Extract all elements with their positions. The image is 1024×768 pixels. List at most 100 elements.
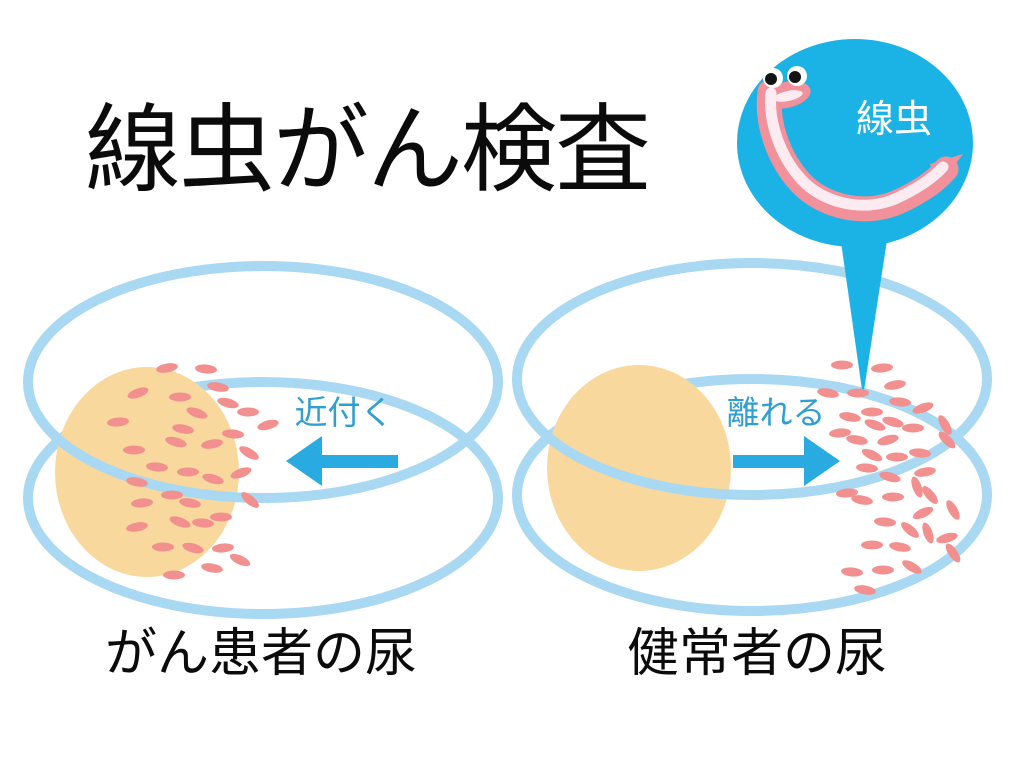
worm-dot — [156, 363, 178, 373]
arrow-head — [804, 436, 840, 486]
worm-dot — [854, 585, 876, 595]
dish-caption-cancer: がん患者の尿 — [105, 625, 417, 683]
worm-left-pupil — [765, 73, 777, 85]
worm-dot — [856, 463, 878, 473]
worm-dot — [165, 436, 187, 448]
worm-dot — [257, 419, 279, 431]
worm-dot — [889, 542, 911, 552]
worm-dot — [871, 363, 893, 373]
worm-dot — [169, 392, 191, 402]
worm-dot — [146, 462, 168, 472]
worm-dot — [851, 495, 873, 505]
approach-arrow-icon — [286, 436, 398, 486]
worm-dot — [186, 407, 208, 419]
worm-dot — [152, 542, 174, 552]
behavior-label-approach: 近付く — [295, 394, 394, 431]
worm-dot — [172, 424, 194, 434]
worm-dot — [922, 522, 934, 544]
worm-dot — [161, 490, 183, 500]
worm-dot — [879, 471, 901, 483]
worm-dot — [217, 397, 239, 409]
worm-dot — [192, 518, 214, 528]
worm-dot — [202, 473, 224, 485]
worm-dot — [839, 412, 861, 422]
urine-sample-blob — [547, 365, 731, 571]
worm-dot — [179, 498, 201, 508]
worm-dot — [872, 565, 894, 575]
worm-right-pupil — [789, 71, 801, 83]
worm-dot — [912, 506, 934, 520]
worm-dot — [222, 429, 244, 439]
worm-dot — [239, 446, 259, 460]
worm-dot — [177, 467, 199, 477]
dish-rim-ellipse — [512, 258, 992, 500]
worm-dot — [201, 563, 223, 573]
worm-dot — [912, 402, 934, 414]
worm-belly — [765, 87, 949, 211]
worm-cluster — [107, 363, 279, 580]
worm-dot — [902, 560, 922, 574]
petri-dish-cancer: 近付く がん患者の尿 — [23, 261, 503, 683]
worm-dot — [946, 500, 960, 520]
worm-dot — [237, 407, 259, 417]
worm-dot — [829, 428, 851, 438]
worm-dot — [846, 435, 868, 445]
page-title: 線虫がん検査 — [85, 97, 649, 204]
dish-caption-healthy: 健常者の尿 — [627, 625, 887, 683]
worm-dot — [207, 382, 229, 392]
worm-dot — [889, 397, 911, 407]
worm-dot — [163, 570, 185, 580]
worm-dot — [169, 516, 191, 528]
worm-dot — [886, 452, 908, 462]
worm-dot — [210, 512, 232, 522]
callout-pointer — [841, 240, 887, 397]
worm-dot — [938, 431, 956, 449]
arrow-shaft — [733, 455, 807, 468]
worm-dot — [884, 380, 906, 390]
worm-dot — [911, 476, 923, 498]
arrow-shaft — [318, 455, 398, 468]
behavior-label-move-away: 離れる — [727, 394, 826, 431]
worm-dot — [945, 543, 961, 563]
worm-dot — [864, 419, 886, 431]
worm-dot — [861, 407, 883, 417]
worm-dot — [847, 388, 869, 398]
worm-dot — [182, 542, 204, 554]
petri-dish-healthy: 離れる 健常者の尿 — [512, 240, 992, 683]
worm-dot — [212, 543, 234, 553]
arrow-head — [286, 436, 322, 486]
worm-dot — [922, 486, 938, 504]
worm-dot — [201, 439, 223, 449]
worm-dot — [882, 492, 904, 502]
dish-rim-ellipse — [23, 261, 503, 503]
worm-dot — [195, 364, 217, 374]
worm-dot — [901, 522, 919, 538]
worm-dot — [836, 488, 858, 498]
worm-dot — [936, 532, 958, 544]
worm-dot — [914, 467, 936, 477]
worm-dot — [938, 415, 952, 435]
worm-dot — [874, 517, 896, 527]
dish-base-ellipse — [512, 374, 992, 616]
worm-dot — [877, 434, 899, 446]
worm-dot — [126, 477, 148, 487]
worm-dot — [229, 553, 251, 567]
nematode-worm-icon — [756, 66, 963, 222]
worm-dot — [882, 416, 904, 428]
worm-dot — [831, 360, 853, 370]
worm-dot — [241, 492, 259, 508]
worm-dot — [126, 522, 148, 532]
urine-sample-blob — [55, 367, 239, 577]
worm-dot — [902, 423, 924, 433]
worm-dot — [817, 388, 839, 398]
badge-label: 線虫 — [856, 99, 932, 141]
worm-dot — [123, 445, 145, 455]
move-away-arrow-icon — [733, 436, 840, 486]
worm-dot — [909, 448, 931, 458]
worm-dot — [107, 417, 129, 427]
worm-dot — [841, 567, 863, 577]
dish-base-ellipse — [23, 377, 503, 619]
worm-dot — [230, 467, 252, 479]
worm-dot — [861, 448, 883, 462]
